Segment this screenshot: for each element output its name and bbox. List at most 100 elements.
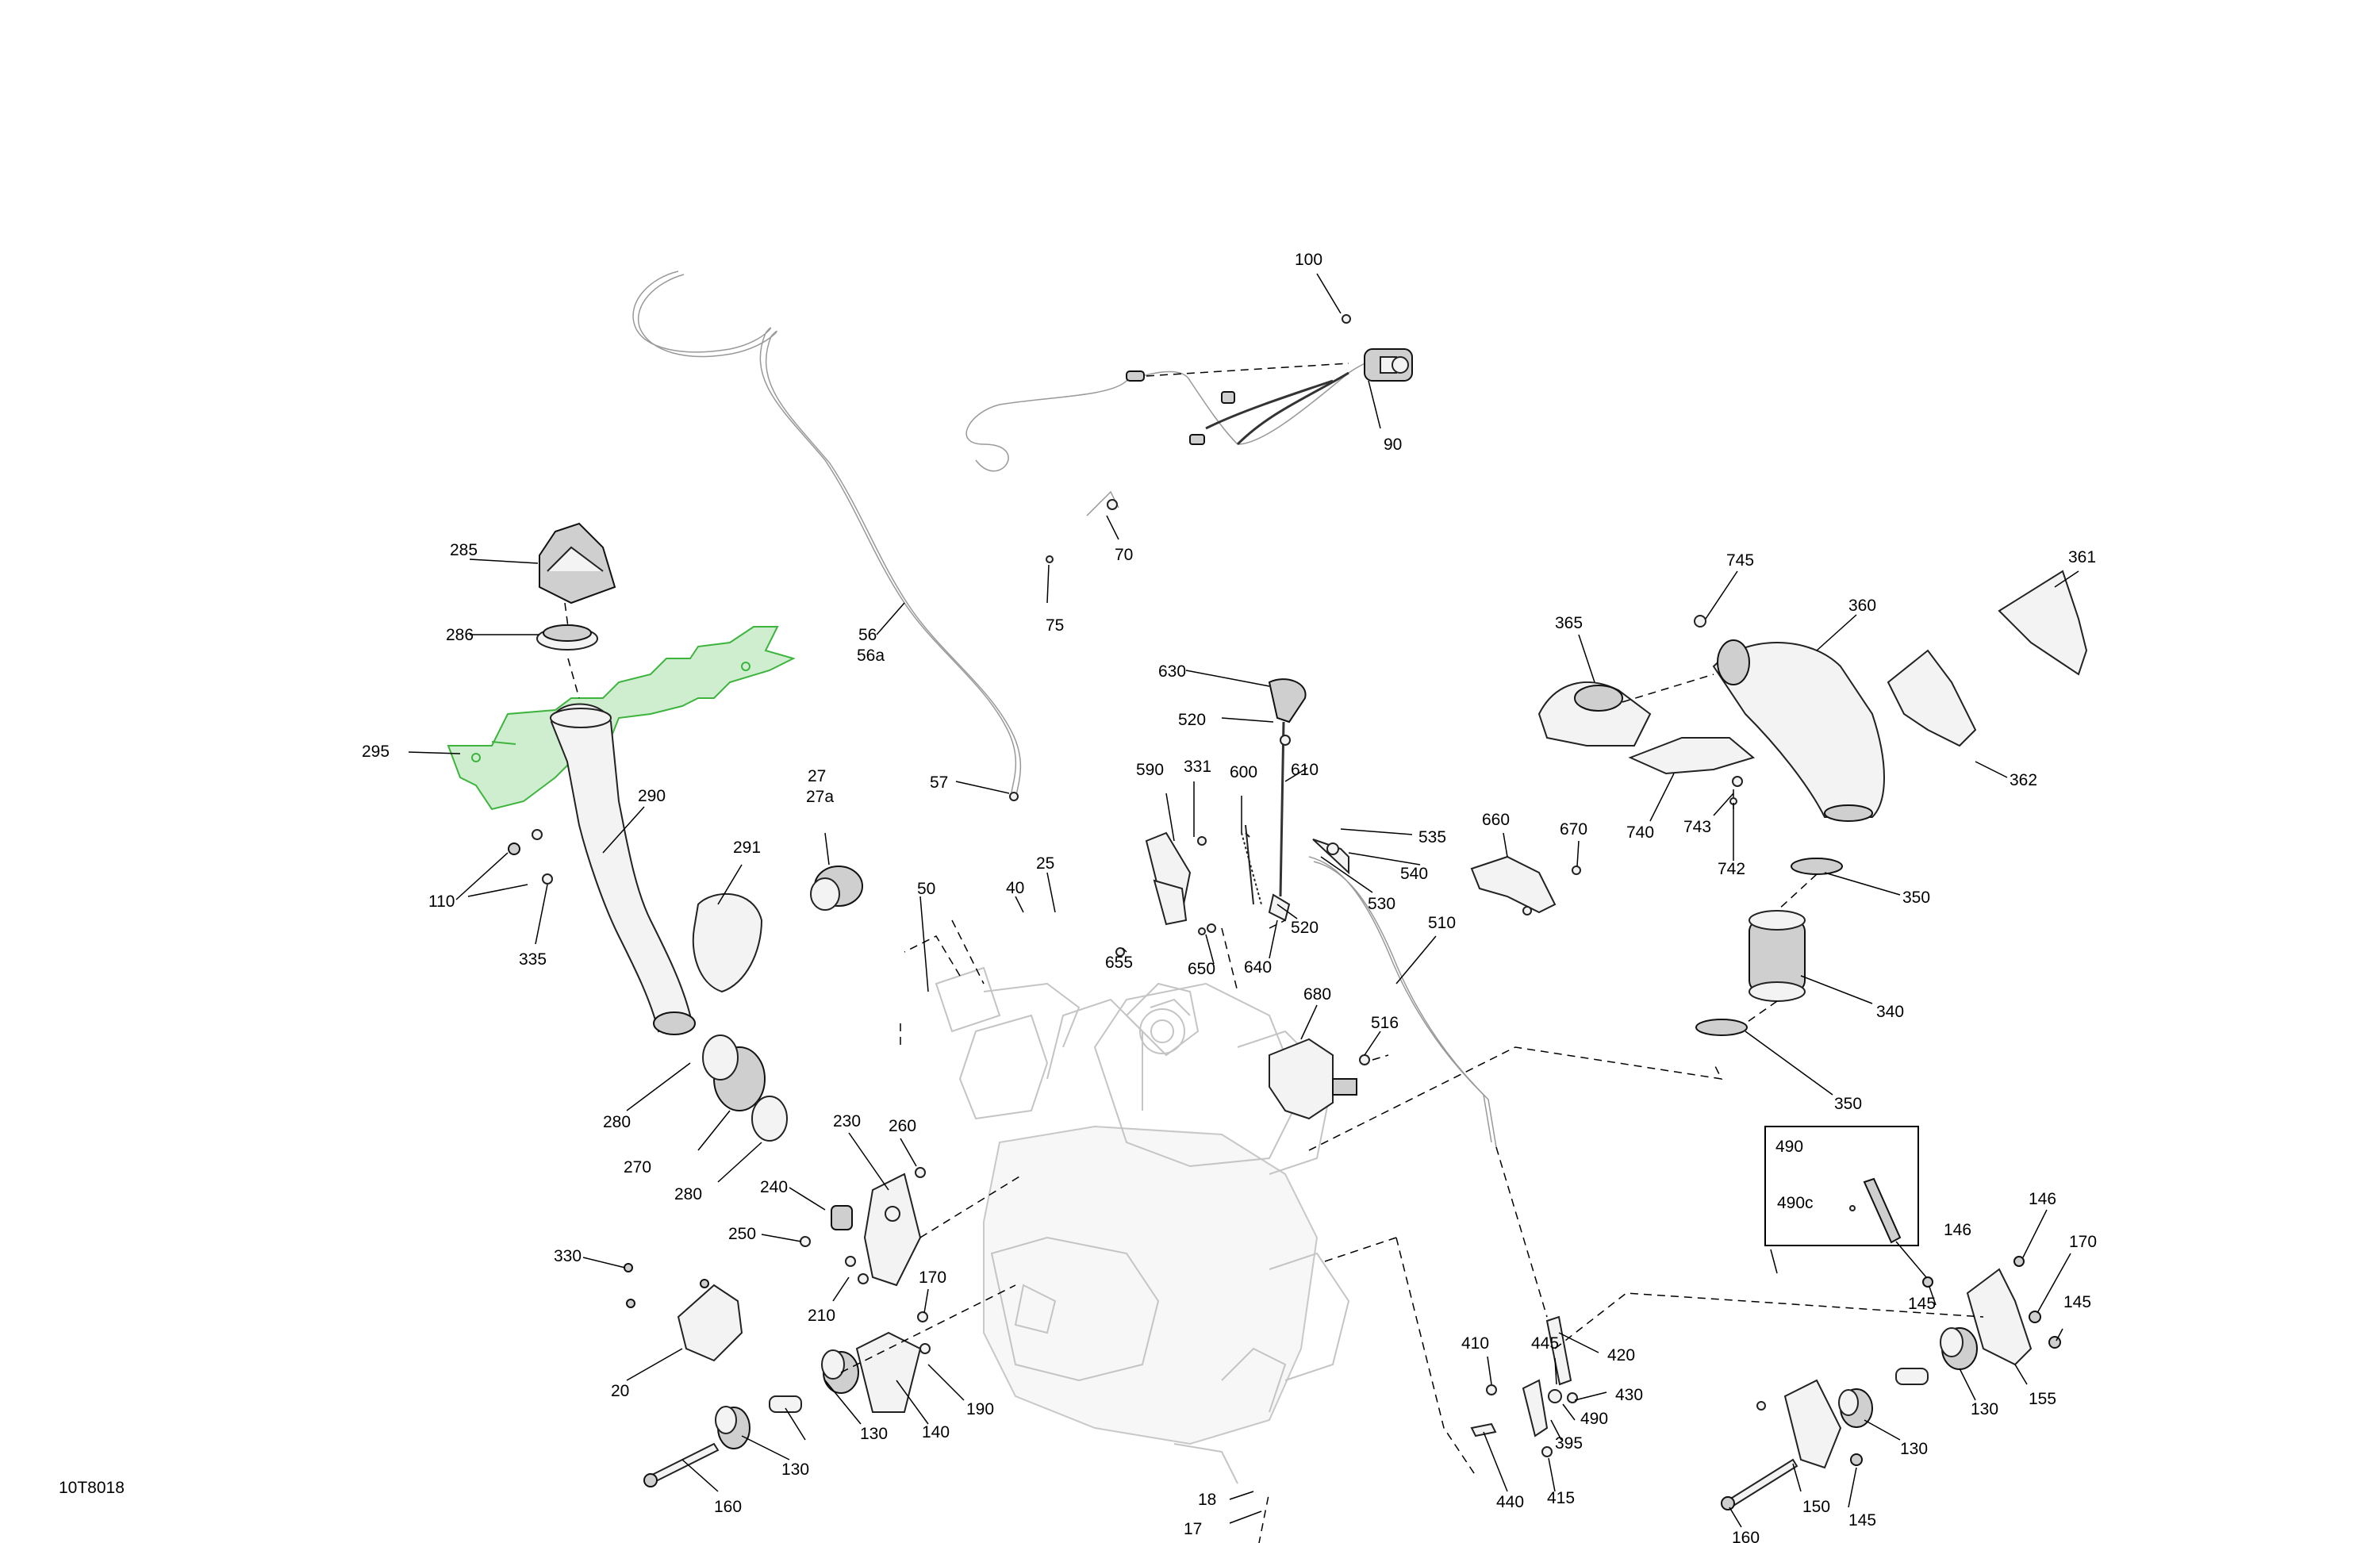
- callout-291: 291: [733, 839, 761, 857]
- callout-340: 340: [1876, 1003, 1904, 1021]
- callout-130a: 130: [860, 1425, 888, 1443]
- right-engine-mount: [1554, 1256, 2061, 1510]
- callout-331: 331: [1184, 758, 1211, 776]
- callout-27a: 27a: [806, 788, 834, 806]
- callout-650: 650: [1188, 960, 1215, 978]
- callout-145b: 145: [2063, 1293, 2091, 1311]
- throttle-linkage: [1115, 678, 1497, 1148]
- callout-290: 290: [638, 787, 666, 805]
- callout-440: 440: [1496, 1493, 1524, 1511]
- callout-75: 75: [1046, 616, 1064, 635]
- callout-286: 286: [446, 626, 474, 644]
- left-engine-mount: [800, 1167, 1024, 1287]
- callout-350b: 350: [1834, 1095, 1862, 1113]
- callout-280b: 280: [674, 1185, 702, 1203]
- callout-610: 610: [1291, 761, 1319, 779]
- callout-56a: 56a: [857, 647, 885, 665]
- engine-ghost: [935, 966, 1350, 1484]
- callout-146a: 146: [1944, 1221, 1971, 1239]
- callout-743: 743: [1683, 818, 1711, 836]
- callout-100: 100: [1295, 251, 1322, 269]
- callout-190: 190: [966, 1400, 994, 1418]
- callout-630: 630: [1158, 662, 1186, 681]
- dashed-connectors: [900, 919, 1723, 1543]
- callout-160a: 160: [714, 1498, 742, 1516]
- callout-250: 250: [728, 1225, 756, 1243]
- callout-361: 361: [2068, 548, 2096, 566]
- callout-670: 670: [1560, 820, 1587, 839]
- callout-150: 150: [1802, 1498, 1830, 1516]
- callout-590: 590: [1136, 761, 1164, 779]
- callout-50: 50: [917, 880, 935, 898]
- callout-56: 56: [858, 626, 877, 644]
- leader-lines: [408, 273, 2079, 1528]
- callout-18: 18: [1198, 1491, 1216, 1509]
- filter-element: [1695, 858, 1843, 1036]
- callout-20: 20: [611, 1382, 629, 1400]
- callout-740: 740: [1626, 823, 1654, 842]
- callout-540: 540: [1400, 865, 1428, 883]
- callout-210: 210: [808, 1307, 835, 1325]
- callout-530: 530: [1368, 895, 1395, 913]
- callout-146b: 146: [2029, 1190, 2056, 1208]
- callout-430: 430: [1615, 1386, 1643, 1404]
- callout-600: 600: [1230, 763, 1257, 781]
- callout-660: 660: [1482, 811, 1510, 829]
- switch-harness: [965, 314, 1413, 563]
- callout-640: 640: [1244, 958, 1272, 977]
- callout-365: 365: [1555, 614, 1583, 632]
- callout-285: 285: [450, 541, 478, 559]
- callout-230: 230: [833, 1112, 861, 1130]
- callout-362: 362: [2010, 771, 2037, 789]
- callout-70: 70: [1115, 546, 1133, 564]
- callout-420: 420: [1607, 1346, 1635, 1365]
- callout-516: 516: [1371, 1014, 1399, 1032]
- callout-170a: 170: [919, 1269, 946, 1287]
- box-callout-490c: 490c: [1777, 1194, 1814, 1212]
- callout-145c: 145: [1848, 1511, 1876, 1530]
- callout-17: 17: [1184, 1520, 1202, 1538]
- callout-742: 742: [1718, 860, 1745, 878]
- callout-130d: 130: [1900, 1440, 1928, 1458]
- intake-tube-assembly: [508, 522, 863, 1142]
- callout-40: 40: [1006, 879, 1024, 897]
- diagram-code: 10T8018: [59, 1479, 125, 1497]
- callout-330: 330: [554, 1247, 582, 1265]
- callout-160b: 160: [1732, 1529, 1760, 1543]
- callout-130c: 130: [1971, 1400, 1998, 1418]
- callout-510: 510: [1428, 914, 1456, 932]
- callout-140: 140: [922, 1423, 950, 1441]
- callout-110: 110: [428, 892, 455, 911]
- callout-520b: 520: [1291, 919, 1319, 937]
- callout-270: 270: [624, 1158, 651, 1176]
- callout-520a: 520: [1178, 711, 1206, 729]
- callout-745: 745: [1726, 551, 1754, 570]
- callout-395: 395: [1555, 1434, 1583, 1453]
- throttle-cable: [632, 271, 1022, 801]
- left-lower-mount: [643, 1284, 1016, 1487]
- callout-410: 410: [1461, 1334, 1489, 1353]
- callout-90: 90: [1384, 436, 1402, 454]
- callout-415: 415: [1547, 1489, 1575, 1507]
- callout-260: 260: [889, 1117, 916, 1135]
- callout-240: 240: [760, 1178, 788, 1196]
- bracket-660: [1470, 855, 1581, 915]
- callout-57: 57: [930, 773, 948, 792]
- callout-445: 445: [1531, 1334, 1559, 1353]
- callout-335: 335: [519, 950, 547, 969]
- callout-680: 680: [1303, 985, 1331, 1004]
- callout-155: 155: [2029, 1390, 2056, 1408]
- callout-27: 27: [808, 767, 826, 785]
- module-680: [1269, 1038, 1389, 1120]
- highlighted-plate-295: [447, 626, 796, 811]
- callout-145a: 145: [1908, 1295, 1936, 1313]
- callout-295: 295: [362, 743, 390, 761]
- air-box-assembly: [1537, 570, 2088, 822]
- callout-25: 25: [1036, 854, 1054, 873]
- callout-labels: 100 90 70 75 56 56a 57 285 286 295 290 2…: [59, 251, 2097, 1543]
- shift-linkage: [1395, 1146, 1578, 1476]
- callout-130b: 130: [781, 1460, 809, 1479]
- callout-360: 360: [1848, 597, 1876, 615]
- mount-20: [624, 1263, 743, 1362]
